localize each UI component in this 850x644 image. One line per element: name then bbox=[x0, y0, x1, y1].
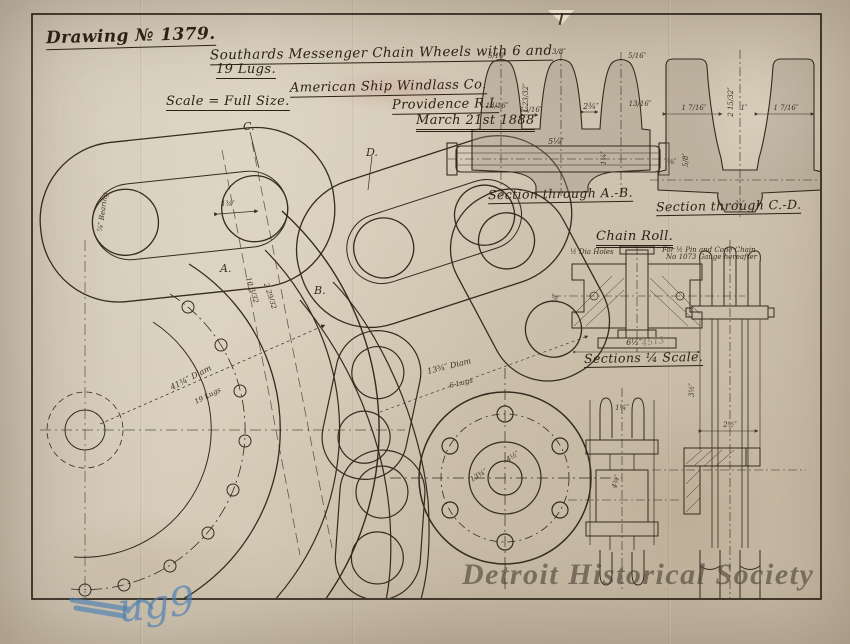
roll-holes-note: ½ Dia Holes bbox=[570, 248, 614, 256]
cd-flange-dim: ⅜″ bbox=[667, 158, 677, 166]
link-pitch-label: 1⅜″ bbox=[221, 200, 235, 208]
watermark: Detroit Historical Society bbox=[462, 558, 815, 591]
ab-tip1-dim: 5/16″ bbox=[488, 52, 507, 60]
ab-tip2-dim: 3/8″ bbox=[552, 48, 566, 56]
cd-web-dim: 5/8″ bbox=[682, 153, 690, 167]
section-mark-a: A. bbox=[219, 262, 231, 275]
section-ab-caption: Section through A.-B. bbox=[487, 184, 634, 205]
dimension-labels: 41¾″ Diam 19 Lugs 13¾″ Diam 6 Lugs 13¾″ … bbox=[96, 48, 799, 490]
quarter-scale-caption: Sections ¼ Scale. bbox=[583, 348, 704, 369]
small-wheel-drawing bbox=[299, 281, 622, 598]
blue-pencil-note: ug9 bbox=[115, 578, 198, 632]
chain-roll-drawing bbox=[552, 245, 745, 354]
scale-note: Scale = Full Size. bbox=[166, 94, 290, 111]
ab-pitch-dim: 2¾″ bbox=[582, 102, 599, 111]
cd-height-dim: 2 15/32″ bbox=[727, 87, 735, 118]
cd-stem-dim: ¾″ bbox=[735, 200, 745, 208]
big-wheel-drawing bbox=[40, 210, 405, 598]
hub-bolt-circle-label: 13¾″ bbox=[469, 467, 489, 484]
roll-height-dim: ⅞″ bbox=[552, 293, 560, 303]
chain-links-drawing bbox=[39, 126, 611, 556]
quarter-section-small bbox=[568, 388, 682, 592]
roll-width-dim: 6½″ bbox=[626, 338, 642, 347]
small-wheel-diameter-label: 13¾″ Diam bbox=[426, 356, 472, 376]
bolt-holes bbox=[441, 405, 569, 551]
company-name: American Ship Windlass Co. bbox=[289, 77, 487, 98]
quarter-small-dim-1: 1¼″ bbox=[615, 404, 629, 412]
roll-chain-note-2: No 1073 Gauge hereafter bbox=[665, 253, 758, 261]
date: March 21st 1888 bbox=[416, 113, 535, 132]
blue-pencil-strokes bbox=[69, 597, 154, 619]
rim-holes bbox=[78, 300, 252, 597]
big-wheel-diameter-label: 41¾″ Diam bbox=[168, 363, 213, 392]
ab-gap-dim: 13/16″ bbox=[520, 106, 543, 114]
title-line-2: 19 Lugs. bbox=[216, 62, 277, 79]
cd-mid-dim: 1″ bbox=[740, 104, 747, 112]
quarter-section-tall bbox=[652, 240, 806, 598]
ab-right-dim: 13/16″ bbox=[629, 100, 652, 108]
section-mark-c: C. bbox=[243, 120, 255, 133]
big-wheel-lugs-label: 19 Lugs bbox=[193, 386, 222, 406]
cd-left-dim: 1 7/16″ bbox=[681, 104, 706, 112]
section-line-dim-1: 10 3/32 bbox=[244, 276, 260, 305]
ab-left-dim: 13/16″ bbox=[486, 102, 509, 110]
hub-diameter-label: 4½″ bbox=[504, 449, 521, 464]
pencil-number: 4513 bbox=[640, 336, 665, 349]
section-cd-drawing bbox=[650, 50, 820, 218]
chain-roll-caption: Chain Roll. bbox=[596, 229, 674, 248]
quarter-tall-dim-h: 2½″ bbox=[722, 421, 737, 429]
section-ab-drawing bbox=[446, 52, 670, 196]
ab-height-dim: 1 23/32″ bbox=[522, 83, 530, 113]
roll-chain-note-1: For ½ Pin and Cone Chain bbox=[661, 246, 756, 254]
drawing-number: Drawing № 1379. bbox=[45, 23, 216, 51]
section-cd-caption: Section through C.-D. bbox=[655, 196, 802, 217]
quarter-tall-dim-v: 3½″ bbox=[688, 383, 696, 397]
section-mark-d: D. bbox=[365, 146, 378, 159]
cd-right-dim: 1 7/16″ bbox=[773, 104, 798, 112]
quarter-small-dim-2: 4¾″ bbox=[610, 473, 622, 490]
ab-bore-dim: 1¼″ bbox=[600, 151, 608, 165]
section-mark-b: B. bbox=[313, 284, 326, 297]
ab-tip3-dim: 5/16″ bbox=[628, 52, 647, 60]
border-frame bbox=[31, 13, 822, 600]
ab-shaft-dim: 5⅛″ bbox=[548, 137, 564, 146]
bearing-label: ⅞″ Bearing bbox=[96, 191, 110, 232]
small-wheel-lugs-label: 6 Lugs bbox=[449, 376, 475, 390]
